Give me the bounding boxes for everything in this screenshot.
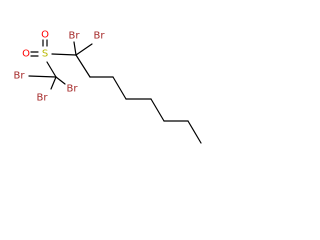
c2-br-bond-3 [50, 76, 57, 90]
sulfur-cbr3-bond [46, 61, 57, 78]
bromine-label: Br [14, 71, 26, 82]
bonds [28, 39, 202, 144]
c1-br-bond-2 [75, 43, 93, 56]
chain-bond-7 [187, 120, 202, 144]
bromine-label: Br [94, 31, 106, 42]
chain-bond-1 [75, 54, 91, 78]
c2-br-bond-1 [28, 75, 57, 78]
atom-labels: Br Br S O O Br Br Br [14, 30, 106, 104]
bromine-label: Br [37, 93, 49, 104]
chain-bond-3 [112, 76, 127, 100]
bromine-label: Br [67, 84, 79, 95]
c1-sulfur-bond [51, 53, 77, 56]
bromine-label: Br [69, 31, 81, 42]
oxygen-label: O [22, 49, 30, 60]
oxygen-label: O [41, 30, 49, 41]
c1-br-bond-1 [73, 41, 77, 56]
c2-br-bond-2 [55, 76, 66, 85]
chain-bond-5 [150, 98, 165, 122]
molecule-structure: Br Br S O O Br Br Br [14, 30, 202, 144]
sulfur-label: S [42, 49, 48, 60]
